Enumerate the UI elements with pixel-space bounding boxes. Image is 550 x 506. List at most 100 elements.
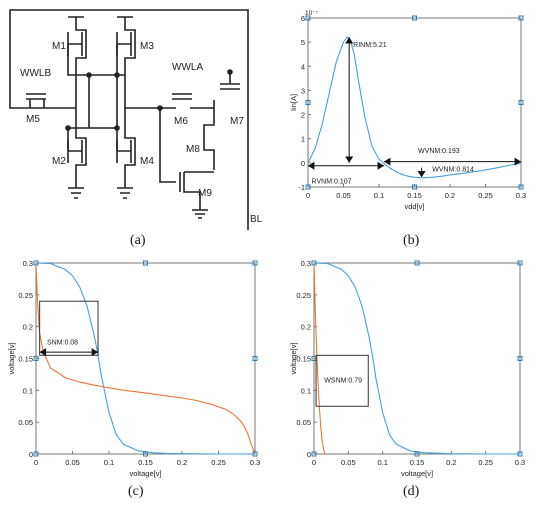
label-m4: M4 <box>140 156 154 167</box>
frame-marker <box>143 451 148 457</box>
y-axis-label: voltage[v] <box>7 342 16 374</box>
frame-marker <box>252 356 258 361</box>
y-tick-label: 0.15 <box>296 355 311 364</box>
x-tick-label: 0.2 <box>445 191 455 200</box>
label-m8: M8 <box>186 144 200 155</box>
snm-label: SNM:0.08 <box>47 339 78 346</box>
y-tick-label: 0.25 <box>18 291 33 300</box>
wsnm-square <box>315 354 369 407</box>
y-tick-label: 0.1 <box>301 386 311 395</box>
frame-marker <box>414 451 420 457</box>
y-tick-label: 0.1 <box>23 386 33 395</box>
y-tick-label: 1 <box>301 135 305 144</box>
frame-marker <box>311 451 317 457</box>
rvnm-arrow-head-left <box>308 161 315 170</box>
y-tick-label: 6 <box>301 14 305 23</box>
y-tick-label: 0.2 <box>23 323 33 332</box>
y-tick-label: 0 <box>29 450 33 459</box>
wvnm-arrow-head-right <box>514 157 521 166</box>
snm-square <box>39 300 99 356</box>
label-m2: M2 <box>52 156 66 167</box>
label-wwlb: WWLB <box>20 68 51 79</box>
wvnm2-label: WVNM:0.814 <box>432 166 474 173</box>
caption-a: (a) <box>130 233 146 248</box>
frame-marker <box>518 184 524 190</box>
x-axis-label: vdd[v] <box>404 202 424 211</box>
series-line-2 <box>35 262 256 455</box>
frame-marker <box>518 100 524 105</box>
frame-marker <box>252 260 258 266</box>
y-tick-label: 0.3 <box>23 259 33 268</box>
x-tick-label: 0.25 <box>478 191 493 200</box>
frame-marker <box>518 15 524 21</box>
circuit-diagram: M1 M3 M2 M4 WWLB M5 WWLA M6 M7 M8 M9 BL <box>9 9 263 230</box>
label-m3: M3 <box>140 41 154 52</box>
frame-marker <box>517 260 523 266</box>
wvnm-arrow-head-left <box>383 157 391 166</box>
y-tick-label: 5 <box>301 38 305 47</box>
y-tick-label: 0.05 <box>18 418 33 427</box>
frame-marker <box>305 100 311 105</box>
snm-arrow-head-right <box>91 348 99 357</box>
x-tick-label: 0.25 <box>478 458 493 467</box>
series-line-1 <box>313 262 520 455</box>
x-tick-label: 0.05 <box>65 458 80 467</box>
x-tick-label: 0 <box>312 458 316 467</box>
x-tick-label: 0.1 <box>377 458 387 467</box>
caption-c: (c) <box>128 484 144 499</box>
chart-c: 0 0.05 0.1 0.15 0.2 0.25 0.3 0 0.05 0.1 0.15 0.2 0.2… <box>7 259 260 478</box>
plot-frame <box>313 262 521 455</box>
wsnm-label: WSNM:0.79 <box>324 378 362 385</box>
x-tick-label: 0.2 <box>446 458 456 467</box>
y-tick-label: 3 <box>301 86 305 95</box>
frame-marker <box>311 260 317 266</box>
circuit-panel: M1 M3 M2 M4 WWLB M5 WWLA M6 M7 M8 M9 BL <box>0 0 275 232</box>
y-tick-label: 0.15 <box>18 355 33 364</box>
x-tick-label: 0.25 <box>211 458 226 467</box>
label-m7: M7 <box>230 116 244 127</box>
x-tick-label: 0.15 <box>138 458 153 467</box>
frame-marker <box>412 184 417 190</box>
y-tick-label: 0 <box>307 450 311 459</box>
rinm-arrow-head-up <box>345 37 354 44</box>
chart-panel-c: 0 0.05 0.1 0.15 0.2 0.25 0.3 0 0.05 0.1 0.15 0.2 0.2… <box>5 253 263 481</box>
wvnm-label: WVNM:0.193 <box>418 148 460 155</box>
x-tick-label: 0.2 <box>177 458 187 467</box>
x-axis-label: voltage[v] <box>129 469 161 478</box>
x-tick-label: 0.1 <box>104 458 114 467</box>
rvnm-arrow-head-right <box>377 161 384 170</box>
x-tick-label: 0.15 <box>407 191 422 200</box>
label-m9: M9 <box>198 188 212 199</box>
x-tick-label: 0.3 <box>516 191 526 200</box>
frame-marker <box>33 260 39 266</box>
y-tick-label: -1 <box>298 183 305 192</box>
y-axis-label: voltage[v] <box>289 342 298 374</box>
rinm-label: RINM:5.21 <box>353 42 387 49</box>
label-m1: M1 <box>52 41 66 52</box>
series-line-2 <box>313 262 326 455</box>
label-m6: M6 <box>174 116 188 127</box>
frame-marker <box>305 184 311 190</box>
frame-marker <box>33 451 39 457</box>
series-line-1 <box>307 36 522 179</box>
plot-frame <box>35 262 256 455</box>
x-tick-label: 0 <box>34 458 38 467</box>
series-line-1 <box>35 262 255 455</box>
y-tick-label: 0 <box>301 159 305 168</box>
label-m5: M5 <box>26 114 40 125</box>
frame-marker <box>414 260 420 266</box>
x-tick-label: 0.05 <box>336 191 351 200</box>
x-tick-label: 0.1 <box>374 191 384 200</box>
frame-marker <box>305 15 311 21</box>
y-tick-label: 2 <box>301 111 305 120</box>
wvnm2-arrow-head <box>417 170 426 178</box>
y-axis-label: Iin[A] <box>289 94 298 111</box>
y-tick-label: 4 <box>301 62 305 71</box>
x-tick-label: 0.3 <box>515 458 525 467</box>
rinm-arrow-head-down <box>345 156 354 163</box>
x-tick-label: 0.3 <box>250 458 260 467</box>
frame-marker <box>252 451 258 457</box>
